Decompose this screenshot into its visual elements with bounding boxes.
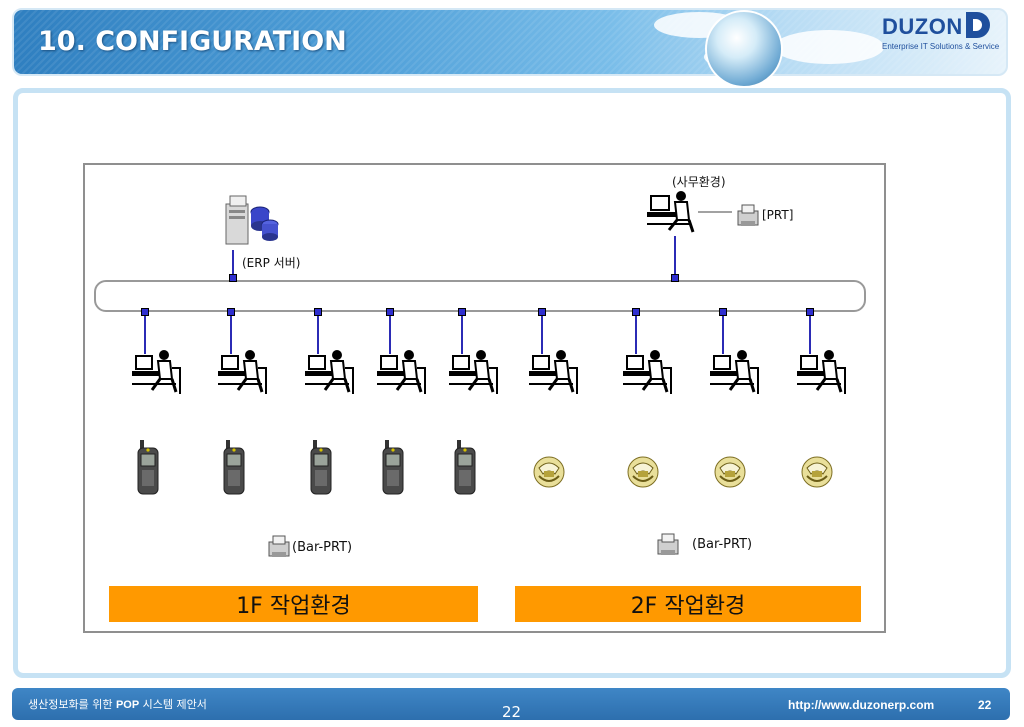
zone-1f-label: 1F 작업환경	[236, 594, 351, 619]
workstation-node	[386, 308, 394, 316]
bar-printer-2f-label: (Bar-PRT)	[692, 537, 753, 552]
logo-tagline: Enterprise IT Solutions & Service	[882, 42, 1000, 51]
workstation-link	[541, 314, 543, 354]
printer-icon	[737, 204, 759, 226]
workstation-link	[722, 314, 724, 354]
workstation-icon	[529, 350, 578, 394]
workstation-link	[389, 314, 391, 354]
workstation-node	[458, 308, 466, 316]
workstation-icon	[623, 350, 672, 394]
bar-printer-1f-label: (Bar-PRT)	[292, 540, 353, 555]
globe-icon	[705, 10, 783, 88]
footer-page-center: 22	[502, 703, 522, 721]
workstation-icon	[132, 350, 181, 394]
handheld-scanner-icon	[310, 440, 332, 495]
workstation-node	[719, 308, 727, 316]
server-link	[232, 250, 234, 276]
barcode-reader-icon	[714, 456, 746, 488]
workstation-link	[809, 314, 811, 354]
zone-2f-band: 2F 작업환경	[515, 586, 861, 622]
workstation-icon	[797, 350, 846, 394]
footer-page-number: 22	[978, 698, 992, 712]
office-link	[674, 236, 676, 276]
logo-mark-icon	[966, 12, 990, 38]
footer-title-bold: POP	[115, 699, 140, 711]
workstation-node	[538, 308, 546, 316]
workstation-link	[144, 314, 146, 354]
workstation-icon	[377, 350, 426, 394]
workstation-link	[635, 314, 637, 354]
footer-url-link[interactable]: http://www.duzonerp.com	[788, 698, 935, 712]
footer-title-pre: 생산정보화를 위한	[28, 698, 116, 711]
workstation-node	[632, 308, 640, 316]
office-workstation-icon	[647, 191, 695, 233]
workstation-link	[230, 314, 232, 354]
barcode-reader-icon	[801, 456, 833, 488]
workstation-icon	[218, 350, 267, 394]
office-node	[671, 274, 679, 282]
handheld-scanner-icon	[454, 440, 476, 495]
barcode-reader-icon	[533, 456, 565, 488]
server-icon	[225, 195, 279, 245]
handheld-scanner-icon	[223, 440, 245, 495]
server-label: (ERP 서버)	[242, 256, 301, 270]
printer-link	[698, 211, 732, 213]
barcode-reader-icon	[627, 456, 659, 488]
workstation-icon	[449, 350, 498, 394]
workstation-node	[806, 308, 814, 316]
workstation-link	[461, 314, 463, 354]
workstation-icon	[710, 350, 759, 394]
workstation-link	[317, 314, 319, 354]
server-node	[229, 274, 237, 282]
diagram-border	[83, 163, 886, 633]
workstation-node	[314, 308, 322, 316]
bar-printer-2f-icon	[657, 533, 679, 555]
footer-bar: 생산정보화를 위한 POP 시스템 제안서 22 http://www.duzo…	[12, 688, 1010, 721]
workstation-node	[141, 308, 149, 316]
page-title: 10. CONFIGURATION	[38, 26, 347, 57]
cloud-decoration	[774, 30, 884, 64]
zone-1f-band: 1F 작업환경	[109, 586, 478, 622]
zone-2f-label: 2F 작업환경	[630, 594, 746, 619]
bar-printer-1f-icon	[268, 535, 290, 557]
handheld-scanner-icon	[382, 440, 404, 495]
duzon-logo: DUZON	[882, 14, 963, 39]
network-bus	[94, 280, 866, 312]
handheld-scanner-icon	[137, 440, 159, 495]
office-label: (사무환경)	[672, 175, 726, 189]
workstation-icon	[305, 350, 354, 394]
workstation-node	[227, 308, 235, 316]
printer-label: [PRT]	[762, 208, 794, 222]
footer-document-title: 생산정보화를 위한 POP 시스템 제안서	[28, 696, 207, 712]
footer-title-post: 시스템 제안서	[139, 698, 207, 711]
header-banner: 10. CONFIGURATION	[12, 8, 1008, 76]
